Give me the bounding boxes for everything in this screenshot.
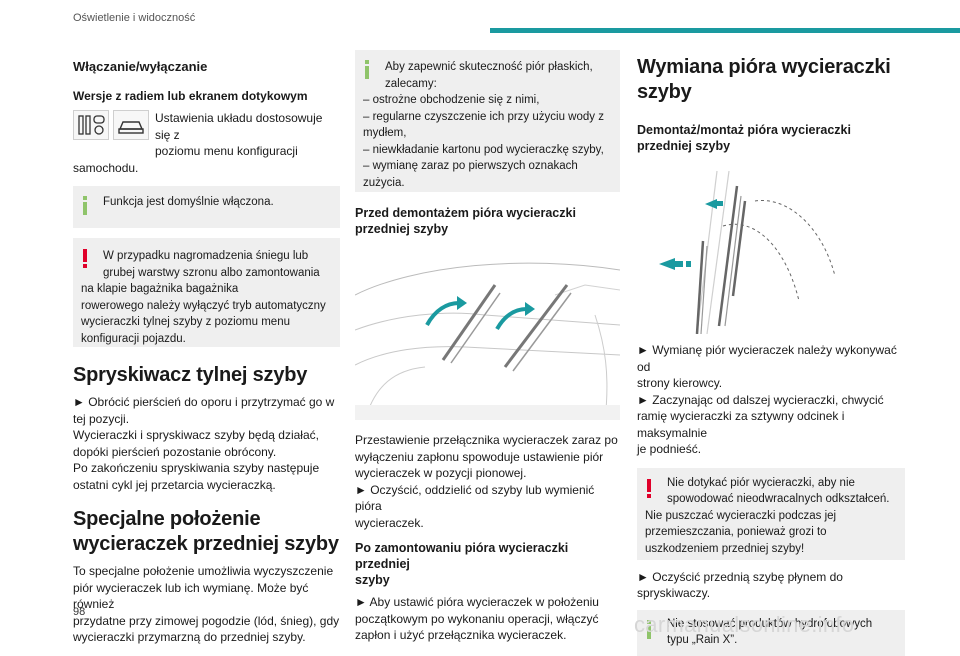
info-text: zużycia. [363,176,405,189]
info-box-flat-blades: Aby zapewnić skuteczność piór płaskich, … [355,50,620,192]
warning-text: przemieszczania, ponieważ grozi to [645,526,827,538]
wipers-vertical-illustration [354,255,621,421]
rear-washer-text: dopóki pierścień pozostanie obrócony. [73,444,277,459]
info-text: Aby zapewnić skuteczność piór płaskich, [385,61,593,73]
section-title: Oświetlenie i widoczność [73,12,196,24]
heading-after-mounting: szyby [355,573,390,587]
after-text: początkowym po wykonaniu operacji, włącz… [355,611,599,626]
heading-rear-washer: Spryskiwacz tylnej szyby [73,364,308,386]
after-text: zapłon i użyć przełącznika wycieraczek. [355,628,567,642]
heading-before-removal: Przed demontażem pióra wycieraczki [355,206,576,220]
rear-washer-text: Po zakończeniu spryskiwania szyby następ… [73,461,320,475]
warning-box-blades: Nie dotykać piór wycieraczki, aby nie sp… [637,467,905,560]
before-text: wycieraczek w pozycji pionowej. [355,466,527,480]
info-box-default: Funkcja jest domyślnie włączona. [73,186,340,228]
heading-dismount: Demontaż/montaż pióra wycieraczki [637,123,851,137]
clean-text: ► Oczyścić przednią szybę płynem do [637,569,843,584]
warning-text: rowerowego należy wyłączyć tryb automaty… [81,299,326,312]
warning-text: konfiguracji pojazdu. [81,332,186,345]
heading-replacement: szyby [637,81,692,103]
info-default-text: Funkcja jest domyślnie włączona. [103,196,274,208]
special-text: piór wycieraczek lub ich wymianę. Może b… [73,580,309,612]
heading-special-position: wycieraczek przedniej szyby [73,533,339,555]
info-icon [83,196,87,215]
heading-special-position: Specjalne położenie [73,508,261,530]
column-left: Włączanie/wyłączanie Wersje z radiem lub… [73,50,340,646]
rear-washer-text: ostatni cykl jej przetarcia wycieraczką. [73,477,276,492]
before-text: Przestawienie przełącznika wycieraczek z… [355,433,618,447]
settings-row: Ustawienia układu dostosowuje się z pozi… [73,110,340,160]
heading-onoff: Włączanie/wyłączanie [73,59,208,74]
clean-text: spryskiwaczy. [637,586,711,600]
warning-text: W przypadku nagromadzenia śniegu lub [103,250,309,262]
heading-dismount: przedniej szyby [637,139,731,153]
column-middle: Aby zapewnić skuteczność piór płaskich, … [354,50,621,644]
settings-text-1: Ustawienia układu dostosowuje się z [155,111,323,142]
info-text: – regularne czyszczenie ich przy użyciu … [363,110,604,123]
column-right: Wymiana pióra wycieraczki szyby Demontaż… [637,50,905,656]
replace-text: ► Wymianę piór wycieraczek należy wykony… [637,343,897,374]
info-text: zalecamy: [385,77,437,90]
page-number: 98 [73,606,86,618]
warning-text: wycieraczki tylnej szyby z poziomu menu [81,316,290,328]
replace-text: strony kierowcy. [637,376,723,390]
before-text: wyłączeniu zapłonu spowoduje ustawienie … [355,449,604,464]
warning-text: uszkodzeniem przedniej szyby! [645,542,805,555]
heading-versions: Wersje z radiem lub ekranem dotykowym [73,89,308,103]
warning-icon [647,478,651,498]
special-text: wycieraczki przymarzną do przedniej szyb… [73,630,306,644]
settings-text-2: poziomu menu konfiguracji [155,144,298,158]
replace-text: je podnieść. [637,442,702,456]
heading-replacement: Wymiana pióra wycieraczki [637,56,891,78]
car-icon [113,110,149,140]
warning-text: grubej warstwy szronu albo zamontowania [103,266,320,279]
warning-icon [83,249,87,268]
rear-washer-text: tej pozycji. [73,411,130,426]
replace-text: ramię wycieraczki za sztywny odcinek i m… [637,409,845,440]
wiper-settings-icon [73,110,109,140]
info-text: – wymianę zaraz po pierwszych oznakach [363,160,578,172]
info-text: mydłem, [363,127,407,139]
header-accent-bar [490,28,960,33]
warning-text: Nie puszczać wycieraczki podczas jej [645,509,837,522]
rear-washer-text: Wycieraczki i spryskiwacz szyby będą dzi… [73,428,319,442]
after-text: ► Aby ustawić pióra wycieraczek w położe… [355,595,599,609]
replace-text: ► Zaczynając od dalszej wycieraczki, chw… [637,392,884,407]
wiper-lift-illustration [637,166,905,335]
info-text: – niewkładanie kartonu pod wycieraczkę s… [363,143,604,156]
rear-washer-text: ► Obrócić pierścień do oporu i przytrzym… [73,395,335,409]
special-text: przydatne przy zimowej pogodzie (lód, śn… [73,613,340,628]
heading-before-removal: przedniej szyby [355,222,449,236]
warning-box-snow: W przypadku nagromadzenia śniegu lub gru… [73,238,340,347]
settings-text-3: samochodu. [73,160,139,175]
info-text: Nie stosować produktów hydrofobowych [667,617,873,630]
info-text: – ostrożne obchodzenie się z nimi, [363,94,540,106]
before-text: wycieraczek. [355,515,424,530]
before-text: ► Oczyścić, oddzielić od szyby lub wymie… [355,482,595,514]
warning-text: na klapie bagażnika bagażnika [81,283,239,295]
info-icon [365,60,369,79]
heading-after-mounting: Po zamontowaniu pióra wycieraczki przedn… [355,541,569,571]
special-text: To specjalne położenie umożliwia wyczysz… [73,564,334,578]
warning-text: Nie dotykać piór wycieraczki, aby nie [667,476,855,489]
warning-text: spowodować nieodwracalnych odkształceń. [667,493,890,505]
watermark: carmanualsonline.info [634,612,855,637]
info-icon [647,619,651,639]
